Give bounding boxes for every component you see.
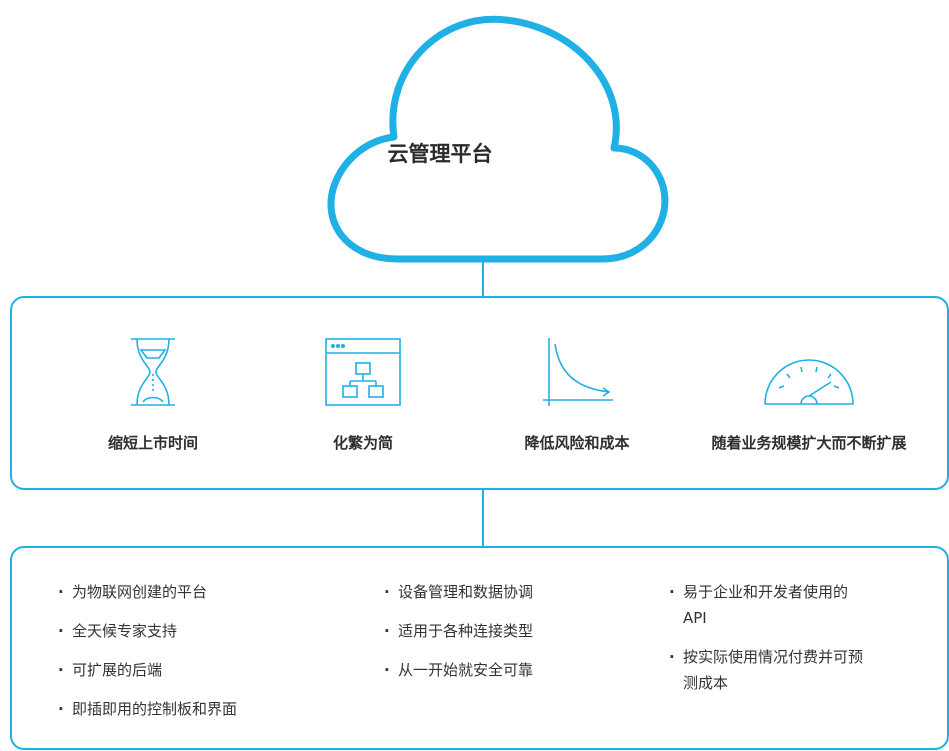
feature-scale: 随着业务规模扩大而不断扩展	[694, 336, 924, 452]
list-item: 设备管理和数据协调	[384, 579, 533, 605]
hourglass-icon	[131, 338, 175, 406]
bullet-column-3: 易于企业和开发者使用的 API 按实际使用情况付费并可预 测成本	[669, 579, 909, 709]
list-item-line: API	[683, 609, 707, 627]
list-item: 适用于各种连接类型	[384, 618, 533, 644]
bullet-column-2: 设备管理和数据协调 适用于各种连接类型 从一开始就安全可靠	[384, 579, 533, 696]
list-item: 可扩展的后端	[58, 657, 237, 683]
cloud-shape	[327, 15, 669, 263]
list-item: 即插即用的控制板和界面	[58, 696, 237, 722]
feature-simplify: 化繁为简	[248, 336, 478, 452]
flowchart-window-icon	[325, 338, 401, 406]
speedometer-icon	[764, 359, 854, 405]
list-item-line: 测成本	[683, 674, 729, 692]
feature-label: 化繁为简	[332, 434, 393, 452]
connector-line-middle	[482, 488, 484, 548]
list-item-line: 易于企业和开发者使用的	[683, 583, 849, 601]
list-item: 易于企业和开发者使用的 API	[669, 579, 909, 631]
feature-time-to-market: 缩短上市时间	[38, 336, 268, 452]
connector-line-top	[482, 259, 484, 297]
feature-label: 随着业务规模扩大而不断扩展	[711, 434, 907, 452]
feature-label: 降低风险和成本	[524, 434, 630, 452]
declining-curve-icon	[543, 338, 613, 406]
list-item-line: 按实际使用情况付费并可预	[683, 648, 864, 666]
feature-label: 缩短上市时间	[107, 434, 198, 452]
cloud-title: 云管理平台	[387, 142, 493, 166]
list-item: 从一开始就安全可靠	[384, 657, 533, 683]
list-item: 为物联网创建的平台	[58, 579, 237, 605]
bullet-column-1: 为物联网创建的平台 全天候专家支持 可扩展的后端 即插即用的控制板和界面	[58, 579, 237, 735]
features-panel	[10, 296, 949, 490]
list-item: 按实际使用情况付费并可预 测成本	[669, 644, 909, 696]
list-item: 全天候专家支持	[58, 618, 237, 644]
feature-reduce-risk-cost: 降低风险和成本	[462, 336, 692, 452]
